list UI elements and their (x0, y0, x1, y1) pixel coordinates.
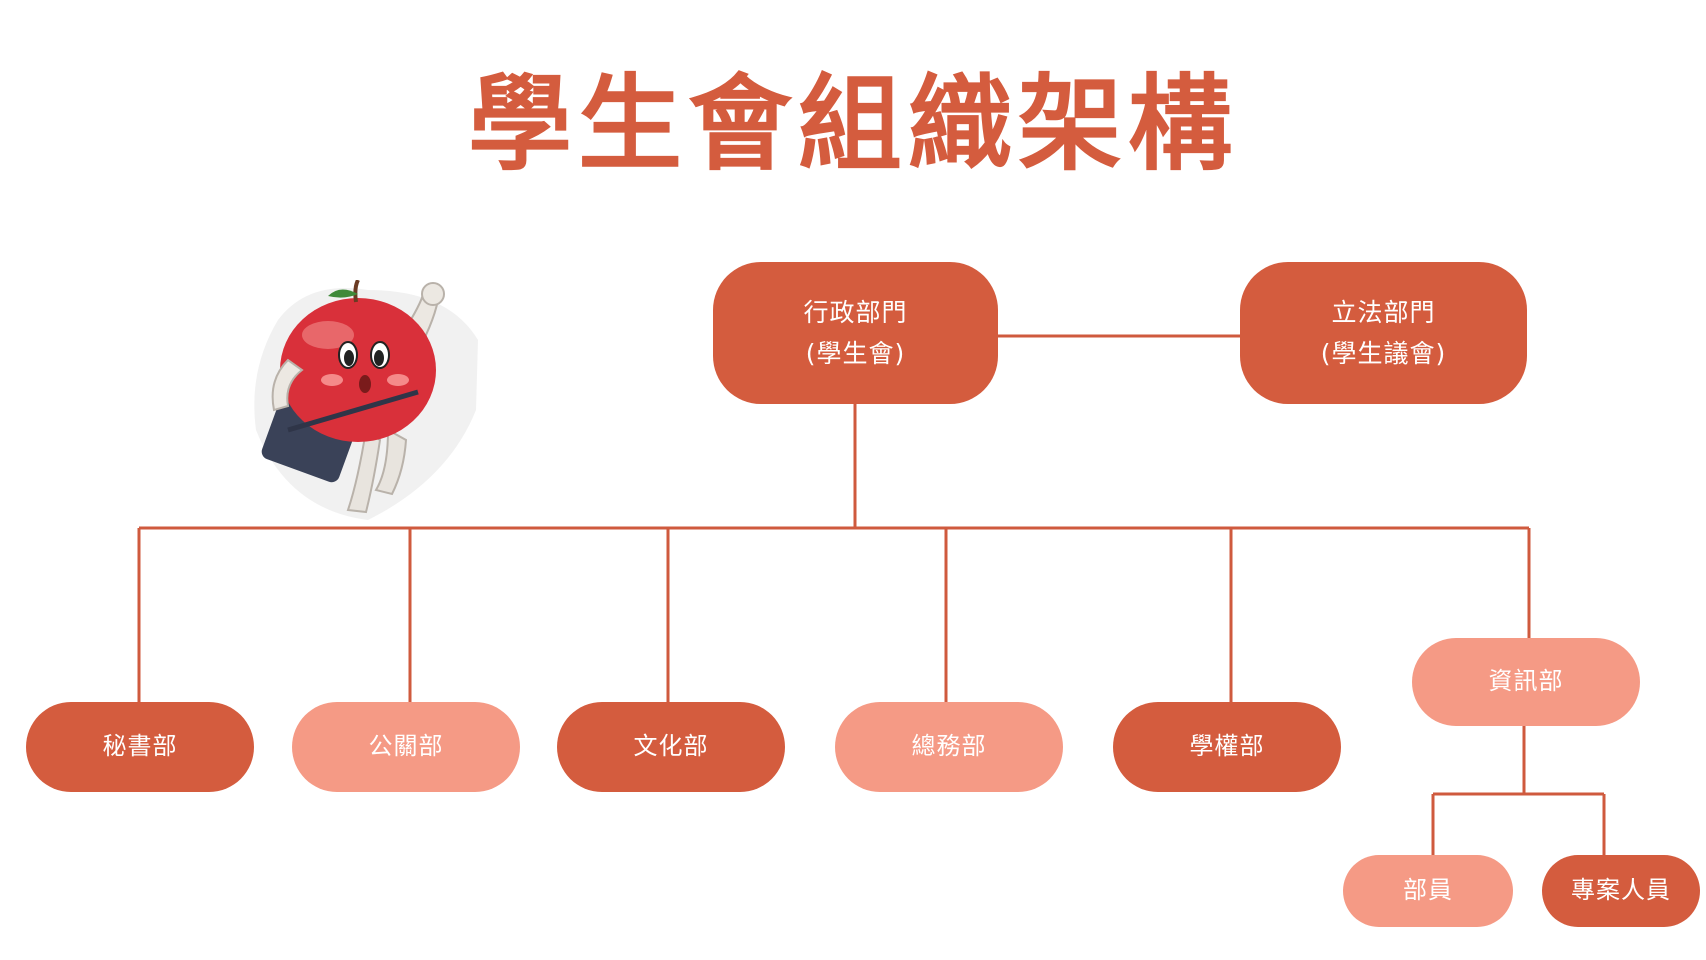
legislative-branch-node: 立法部門 (學生議會) (1240, 262, 1527, 404)
legislative-branch-sublabel: (學生議會) (1320, 339, 1447, 368)
dept-general-affairs-node: 總務部 (835, 702, 1063, 792)
executive-branch-label: 行政部門 (803, 297, 908, 327)
executive-branch-node: 行政部門 (學生會) (713, 262, 998, 404)
dept-culture-node: 文化部 (557, 702, 785, 792)
info-project-staff-node: 專案人員 (1542, 855, 1700, 927)
dept-public-relations-node: 公關部 (292, 702, 520, 792)
legislative-branch-label: 立法部門 (1331, 297, 1436, 327)
info-member-node: 部員 (1343, 855, 1513, 927)
dept-information-node: 資訊部 (1412, 638, 1640, 726)
executive-branch-sublabel: (學生會) (805, 339, 906, 368)
apple-mascot-illustration (254, 280, 478, 520)
dept-secretary-node: 秘書部 (26, 702, 254, 792)
dept-student-rights-node: 學權部 (1113, 702, 1341, 792)
page-title: 學生會組織架構 (467, 63, 1238, 185)
